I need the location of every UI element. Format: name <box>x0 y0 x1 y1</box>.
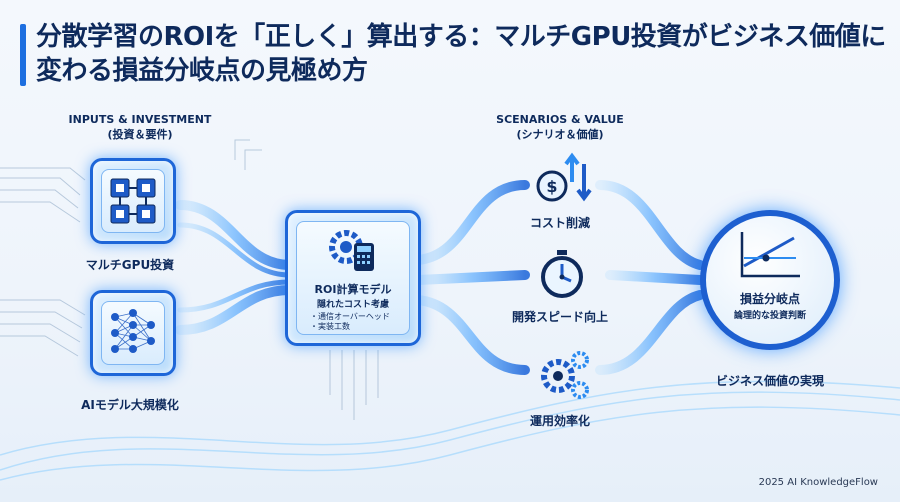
title-accent-bar <box>20 24 26 86</box>
gpu-chip-icon <box>110 178 156 224</box>
gpu-investment-label: マルチGPU投資 <box>85 258 175 272</box>
breakeven-subtitle: 論理的な投資判断 <box>733 311 806 321</box>
roi-model-title: ROI計算モデル <box>314 283 392 296</box>
page-title: 分散学習のROIを「正しく」算出する：マルチGPU投資がビジネス価値に変わる損益… <box>36 22 886 86</box>
model-scaling-card <box>90 290 176 376</box>
neural-network-icon <box>111 309 155 353</box>
model-scaling-label: AIモデル大規模化 <box>81 398 179 412</box>
breakeven-circle: 損益分岐点 論理的な投資判断 <box>700 210 840 350</box>
roi-model-bullet-1: ・通信オーバーヘッド <box>310 312 390 321</box>
roi-model-subtitle: 隠れたコスト考慮 <box>316 300 389 310</box>
gears-icon <box>541 351 589 399</box>
scenarios-heading-sub: (シナリオ＆価値) <box>516 128 604 141</box>
breakeven-title: 損益分岐点 <box>739 292 800 306</box>
dev-speed-label: 開発スピード向上 <box>511 310 608 324</box>
inputs-heading-sub: (投資＆要件) <box>107 128 173 141</box>
scenarios-heading-title: SCENARIOS & VALUE <box>496 113 624 126</box>
business-value-caption: ビジネス価値の実現 <box>715 374 824 388</box>
gear-calculator-icon <box>329 230 374 271</box>
footer-credit: 2025 AI KnowledgeFlow <box>758 477 878 488</box>
roi-model-bullet-2: ・実装工数 <box>310 322 350 331</box>
gpu-investment-card <box>90 158 176 244</box>
ops-efficiency-label: 運用効率化 <box>529 414 590 428</box>
inputs-heading: INPUTS & INVESTMENT (投資＆要件) <box>40 112 240 142</box>
cost-reduction-label: コスト削減 <box>529 216 590 230</box>
coin-arrows-icon: $ <box>536 152 592 202</box>
scenarios-heading: SCENARIOS & VALUE (シナリオ＆価値) <box>470 112 650 142</box>
roi-model-card: ROI計算モデル 隠れたコスト考慮 ・通信オーバーヘッド ・実装工数 <box>285 210 421 346</box>
stopwatch-icon <box>541 250 583 298</box>
breakeven-chart-icon <box>740 232 800 278</box>
inputs-heading-title: INPUTS & INVESTMENT <box>68 113 212 126</box>
svg-text:$: $ <box>546 177 557 196</box>
